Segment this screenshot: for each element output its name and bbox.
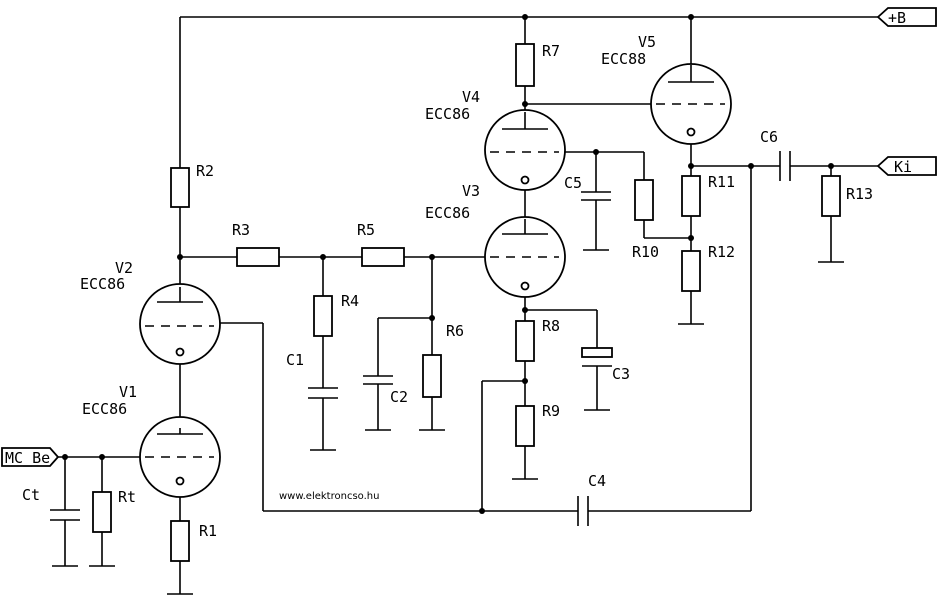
junction-dots <box>62 14 834 514</box>
label-c3: C3 <box>612 365 630 383</box>
tube-v2 <box>139 283 221 365</box>
label-r5: R5 <box>357 221 375 239</box>
label-r9: R9 <box>542 402 560 420</box>
label-r11: R11 <box>708 173 735 191</box>
tube-v4 <box>484 109 566 191</box>
tube-v3-type: ECC86 <box>425 204 470 222</box>
label-r1: R1 <box>199 522 217 540</box>
label-ct: Ct <box>22 486 40 504</box>
label-r8: R8 <box>542 317 560 335</box>
label-c5: C5 <box>564 174 582 192</box>
tube-v5 <box>650 63 732 145</box>
resistor-bodies <box>92 43 841 562</box>
port-output: Ki <box>876 156 937 176</box>
tube-v3 <box>484 216 566 298</box>
tube-labels: V2 ECC86 V1 ECC86 V3 ECC86 V4 ECC86 V5 E… <box>80 33 656 418</box>
port-supply: +B <box>876 7 937 27</box>
tube-v2-ref: V2 <box>115 259 133 277</box>
tube-v4-type: ECC86 <box>425 105 470 123</box>
label-rt: Rt <box>118 488 136 506</box>
label-r6: R6 <box>446 322 464 340</box>
tube-v3-ref: V3 <box>462 182 480 200</box>
tube-v4-ref: V4 <box>462 88 480 106</box>
port-input: MC_Be <box>1 447 60 467</box>
label-c6: C6 <box>760 128 778 146</box>
label-c1: C1 <box>286 351 304 369</box>
tube-v1-ref: V1 <box>119 383 137 401</box>
label-r4: R4 <box>341 292 359 310</box>
label-r12: R12 <box>708 243 735 261</box>
website-credit: www.elektroncso.hu <box>279 491 379 502</box>
capacitor-plates <box>50 151 791 526</box>
port-input-label: MC_Be <box>5 449 50 467</box>
label-r2: R2 <box>196 162 214 180</box>
resistor-labels: R2 R1 Rt R3 R5 R4 R6 R7 R8 R9 R10 R11 R1… <box>118 42 873 540</box>
tube-v5-type: ECC88 <box>601 50 646 68</box>
label-c4: C4 <box>588 472 606 490</box>
port-output-label: Ki <box>894 158 912 176</box>
tube-v1 <box>139 416 221 498</box>
port-supply-label: +B <box>888 9 906 27</box>
ground-symbols <box>52 249 844 595</box>
tube-v5-ref: V5 <box>638 33 656 51</box>
label-c2: C2 <box>390 388 408 406</box>
label-r13: R13 <box>846 185 873 203</box>
capacitor-labels: Ct C1 C2 C3 C4 C5 C6 <box>22 128 778 504</box>
tube-v2-type: ECC86 <box>80 275 125 293</box>
label-r3: R3 <box>232 221 250 239</box>
tube-v1-type: ECC86 <box>82 400 127 418</box>
label-r10: R10 <box>632 243 659 261</box>
label-r7: R7 <box>542 42 560 60</box>
